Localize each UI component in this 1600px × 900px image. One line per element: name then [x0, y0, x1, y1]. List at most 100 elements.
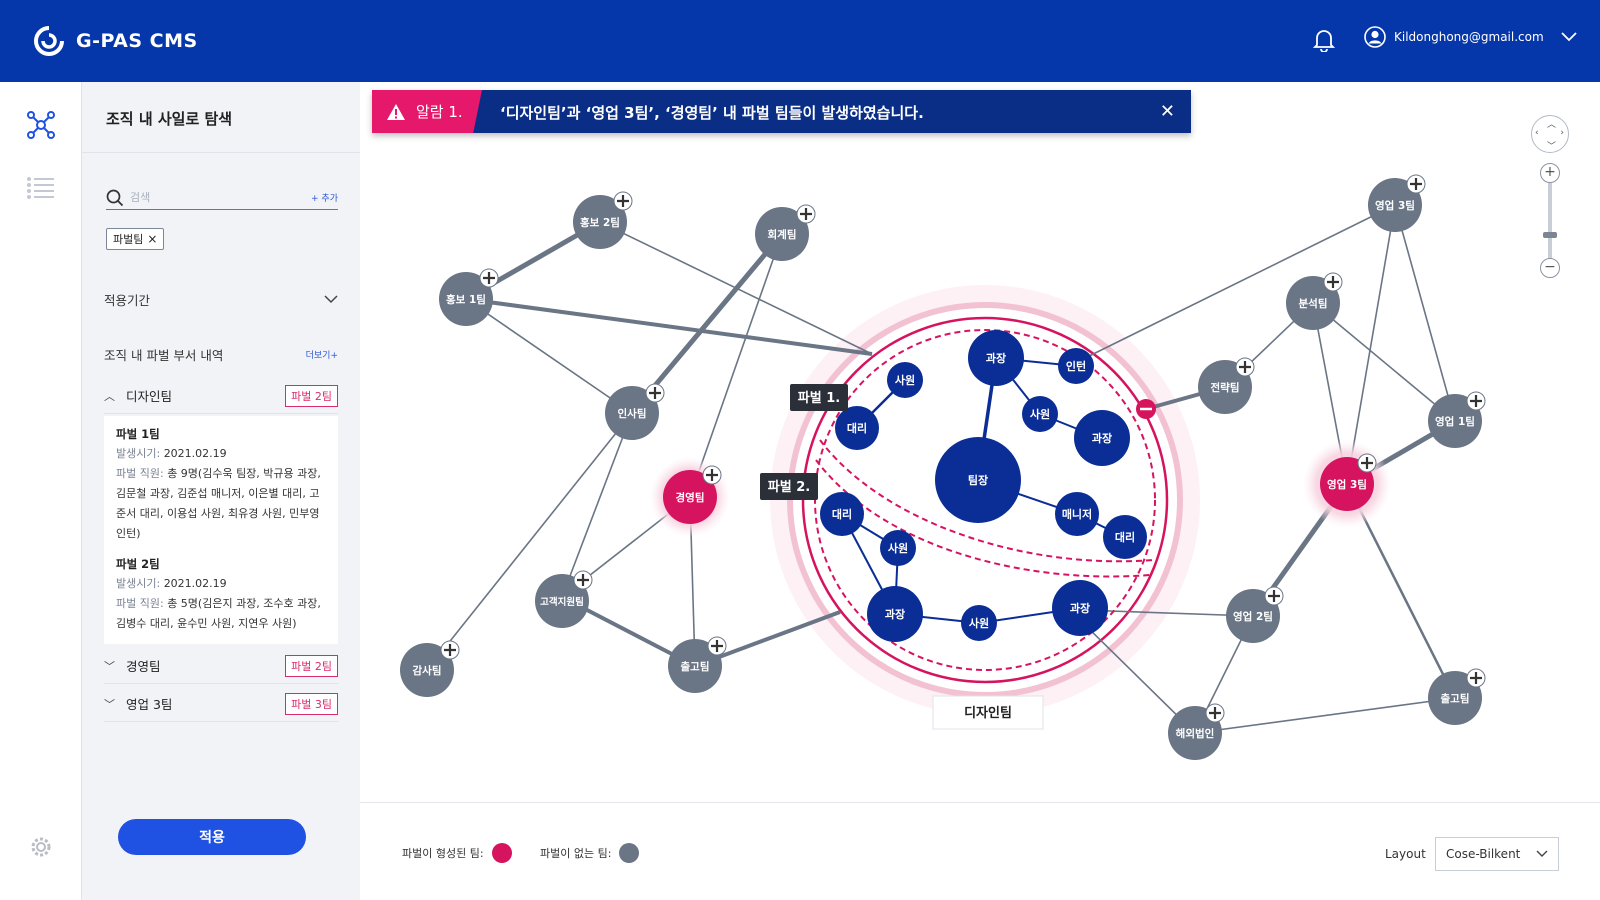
svg-text:경영팀: 경영팀: [676, 491, 705, 504]
team-node-chulgo1[interactable]: 출고팀: [668, 639, 722, 693]
member-node[interactable]: 인턴: [1058, 348, 1094, 384]
svg-text:사원: 사원: [888, 541, 908, 555]
user-menu[interactable]: Kildonghong@gmail.com: [1364, 26, 1578, 48]
expand-buttons[interactable]: [440, 174, 1486, 723]
team-node-hongbo2[interactable]: 홍보 2팀: [573, 195, 627, 249]
svg-text:과장: 과장: [1070, 601, 1090, 615]
close-icon[interactable]: ✕: [1159, 101, 1175, 122]
member-node[interactable]: 사원: [1022, 396, 1058, 432]
team-node-hoegye[interactable]: 회계팀: [755, 207, 809, 261]
svg-text:대리: 대리: [847, 421, 867, 435]
member-node[interactable]: 과장: [867, 586, 923, 642]
bell-icon[interactable]: [1313, 28, 1335, 52]
logo[interactable]: G-PAS CMS: [32, 24, 198, 58]
svg-text:팀장: 팀장: [968, 473, 988, 487]
date-value: 2021.02.19: [163, 447, 227, 460]
member-node[interactable]: 대리: [835, 406, 879, 450]
member-node[interactable]: 사원: [880, 530, 916, 566]
team-node-insa[interactable]: 인사팀: [605, 386, 659, 440]
legend-faction-label: 파벌이 형성된 팀:: [402, 847, 484, 860]
member-node[interactable]: 사원: [887, 362, 923, 398]
member-node[interactable]: 대리: [820, 492, 864, 536]
member-nodes: 과장 인턴 사원 사원 과장 대리 팀장 대리 매니저 대리 사원 과장 사원 …: [820, 330, 1147, 642]
plus-icon: [1406, 174, 1426, 194]
chevron-down-icon: [1536, 850, 1548, 857]
team-node-sales2[interactable]: 영업 2팀: [1226, 589, 1280, 643]
period-row[interactable]: 적용기간: [104, 290, 338, 309]
add-link[interactable]: + 추가: [311, 194, 338, 204]
team-node-sales1[interactable]: 영업 1팀: [1428, 394, 1482, 448]
team-node-gogaek[interactable]: 고객지원팀: [535, 574, 589, 628]
chevron-down-icon[interactable]: ﹀: [104, 659, 115, 673]
chevron-down-icon[interactable]: [1560, 31, 1578, 43]
list-icon[interactable]: [26, 176, 56, 200]
plus-icon: [702, 465, 722, 485]
pan-up-icon[interactable]: ︿: [1547, 120, 1557, 130]
group-name: 영업 3팀: [126, 697, 173, 712]
layout-select[interactable]: Cose-Bilkent: [1435, 837, 1559, 871]
svg-text:대리: 대리: [1115, 530, 1135, 544]
chevron-down-icon[interactable]: [324, 294, 338, 304]
group-row-design[interactable]: ︿ 디자인팀 파벌 2팀: [104, 378, 338, 414]
zoom-slider-thumb[interactable]: [1543, 232, 1557, 238]
member-node[interactable]: 매니저: [1055, 492, 1099, 536]
faction-detail: 파벌 1팀 발생시기: 2021.02.19 파벌 직원: 총 9명(김수욱 팀…: [104, 416, 338, 644]
pan-down-icon[interactable]: ﹀: [1547, 142, 1557, 152]
collapse-button[interactable]: [1136, 399, 1156, 419]
top-header: G-PAS CMS Kildonghong@gmail.com: [0, 0, 1600, 82]
group-row-sales3[interactable]: ﹀ 영업 3팀 파벌 3팀: [104, 686, 338, 722]
svg-text:회계팀: 회계팀: [768, 228, 797, 241]
filter-chip: 파벌팀 ×: [106, 228, 165, 250]
pan-left-icon[interactable]: ‹: [1535, 128, 1539, 138]
team-node-management[interactable]: 경영팀: [663, 470, 717, 524]
member-node[interactable]: 과장: [968, 330, 1024, 386]
chip-remove-icon[interactable]: ×: [147, 232, 158, 246]
svg-text:사원: 사원: [969, 616, 989, 630]
apply-button[interactable]: 적용: [118, 819, 306, 855]
zoom-out-button[interactable]: −: [1540, 258, 1560, 278]
member-node[interactable]: 과장: [1074, 410, 1130, 466]
svg-text:영업 3팀: 영업 3팀: [1327, 478, 1367, 491]
faction-title: 파벌 2팀: [116, 557, 160, 571]
team-node-hongbo1[interactable]: 홍보 1팀: [439, 272, 493, 326]
pan-control[interactable]: ︿ ﹀ ‹ ›: [1531, 115, 1569, 153]
member-node[interactable]: 팀장: [935, 437, 1021, 523]
faction-label-2: 파벌 2.: [760, 473, 818, 500]
zoom-slider-track[interactable]: [1548, 183, 1552, 265]
network-graph-icon[interactable]: [26, 110, 56, 140]
svg-text:디자인팀: 디자인팀: [964, 705, 1012, 721]
plus-icon: [613, 191, 633, 211]
plus-icon: [1466, 391, 1486, 411]
zoom-in-button[interactable]: +: [1540, 163, 1560, 183]
team-node-chulgo2[interactable]: 출고팀: [1428, 671, 1482, 725]
plus-icon: [1264, 586, 1284, 606]
member-node[interactable]: 대리: [1103, 515, 1147, 559]
panel-title: 조직 내 사일로 탐색: [106, 110, 233, 128]
search-input[interactable]: [130, 191, 290, 204]
members-label: 파벌 직원:: [116, 467, 168, 480]
svg-text:홍보 1팀: 홍보 1팀: [446, 293, 486, 306]
team-node-sales3-top[interactable]: 영업 3팀: [1368, 178, 1422, 232]
svg-text:홍보 2팀: 홍보 2팀: [580, 216, 620, 229]
pan-right-icon[interactable]: ›: [1560, 128, 1564, 138]
svg-text:사원: 사원: [1030, 407, 1050, 421]
gear-icon[interactable]: [28, 834, 54, 860]
group-row-management[interactable]: ﹀ 경영팀 파벌 2팀: [104, 648, 338, 684]
team-node-gamsa[interactable]: 감사팀: [400, 643, 454, 697]
team-node-bunseok[interactable]: 분석팀: [1286, 276, 1340, 330]
member-node[interactable]: 사원: [961, 605, 997, 641]
plus-icon: [1235, 357, 1255, 377]
alert-message: ‘디자인팀’과 ‘영업 3팀’, ‘경영팀’ 내 파벌 팀들이 발생하였습니다.: [500, 104, 924, 122]
date-value: 2021.02.19: [163, 577, 227, 590]
faction-label-1: 파벌 1.: [790, 384, 848, 411]
svg-text:해외법인: 해외법인: [1176, 727, 1215, 740]
plus-icon: [1323, 272, 1343, 292]
svg-text:인사팀: 인사팀: [618, 407, 647, 420]
more-link[interactable]: 더보기+: [305, 351, 338, 361]
team-node-sales3-faction[interactable]: 영업 3팀: [1320, 457, 1374, 511]
plus-icon: [479, 268, 499, 288]
member-node[interactable]: 과장: [1052, 580, 1108, 636]
plus-icon: [707, 636, 727, 656]
chevron-down-icon[interactable]: ﹀: [104, 697, 115, 711]
chevron-up-icon[interactable]: ︿: [104, 389, 115, 403]
